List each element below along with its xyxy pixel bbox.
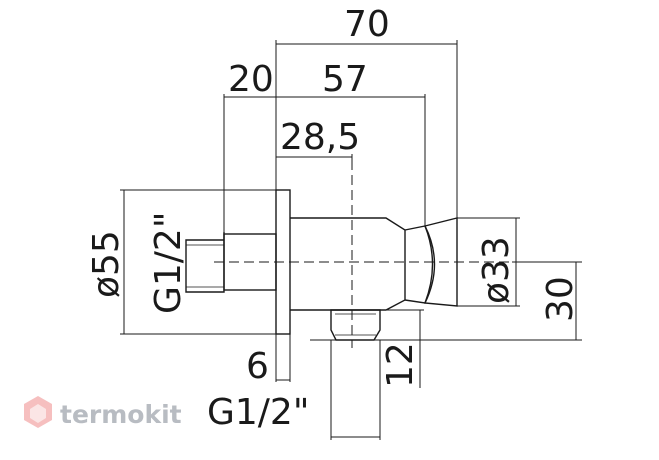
dim-label-outlet-position: 28,5 xyxy=(280,117,360,158)
dim-label-overall-length: 70 xyxy=(344,4,390,45)
outlet-nut xyxy=(330,309,381,341)
dim-label-outlet-thread: G1/2" xyxy=(207,392,309,433)
dim-label-flange-thickness: 6 xyxy=(246,346,269,387)
dim-label-holder-diameter: ø33 xyxy=(476,236,517,304)
dim-label-outlet-offset: 12 xyxy=(380,342,421,388)
holder-head xyxy=(424,217,458,307)
dim-label-axis-height: 30 xyxy=(540,276,581,322)
termokit-brand-text: termokit xyxy=(60,400,182,429)
holder-outline xyxy=(404,225,436,304)
dim-label-flange-offset: 20 xyxy=(228,59,274,100)
part-outline xyxy=(185,189,458,341)
dimension-labels: 70 20 57 28,5 ø55 G1/2" ø33 30 6 12 G1/2… xyxy=(86,4,581,433)
dim-label-flange-diameter: ø55 xyxy=(86,230,127,298)
dim-label-body-length: 57 xyxy=(322,59,368,100)
watermark: termokit xyxy=(24,396,182,429)
dimension-lines xyxy=(120,40,582,440)
termokit-logo-icon xyxy=(24,396,52,428)
dim-label-inlet-thread: G1/2" xyxy=(148,212,189,314)
body-outline xyxy=(290,217,406,311)
center-lines xyxy=(214,160,512,348)
